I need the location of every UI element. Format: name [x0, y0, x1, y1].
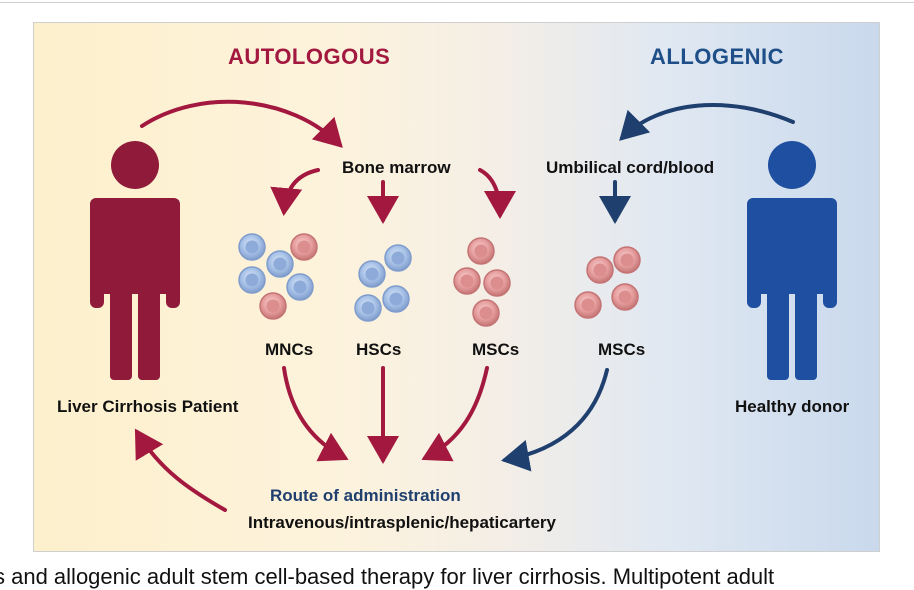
umbilical-cord-label: Umbilical cord/blood — [546, 158, 715, 177]
patient-figure-icon — [90, 141, 180, 380]
cell-blue — [266, 250, 294, 278]
mscs-auto-label: MSCs — [472, 340, 520, 359]
mncs-to-route-arrow — [282, 366, 349, 462]
patient-to-bone-marrow-arrow — [140, 99, 343, 148]
cell-blue — [382, 285, 410, 313]
bone-marrow-label: Bone marrow — [342, 158, 451, 177]
mncs-cell-cluster — [238, 233, 318, 320]
cell-blue — [358, 260, 386, 288]
mscs-auto-cell-cluster — [453, 237, 511, 327]
cell-blue — [384, 244, 412, 272]
top-rule — [0, 2, 914, 3]
allo-mscs-to-route-arrow — [501, 368, 609, 472]
donor-figure-icon — [747, 141, 837, 380]
cell-red — [613, 246, 641, 274]
cell-red — [611, 283, 639, 311]
patient-label: Liver Cirrhosis Patient — [57, 397, 239, 416]
cell-red — [453, 267, 481, 295]
mscs-allo-label: MSCs — [598, 340, 646, 359]
figure-caption: s and allogenic adult stem cell-based th… — [0, 564, 775, 589]
cell-blue — [238, 233, 266, 261]
hscs-label: HSCs — [356, 340, 402, 359]
cell-red — [467, 237, 495, 265]
cell-red — [290, 233, 318, 261]
cell-red — [586, 256, 614, 284]
route-to-patient-arrow — [134, 428, 227, 512]
donor-label: Healthy donor — [735, 397, 850, 416]
cell-red — [259, 292, 287, 320]
mscs-to-route-arrow — [421, 366, 489, 462]
donor-to-umbilical-arrow — [619, 102, 795, 141]
hscs-cell-cluster — [354, 244, 412, 322]
cell-blue — [238, 266, 266, 294]
mncs-label: MNCs — [265, 340, 314, 359]
autologous-title: AUTOLOGOUS — [228, 44, 391, 69]
cell-red — [483, 269, 511, 297]
cell-blue — [354, 294, 382, 322]
allogenic-title: ALLOGENIC — [650, 44, 785, 69]
bone-marrow-to-mncs-arrow — [270, 168, 320, 216]
bone-marrow-to-mscs-arrow — [478, 168, 516, 219]
cell-red — [574, 291, 602, 319]
route-title: Route of administration — [270, 486, 461, 505]
route-list: Intravenous/intrasplenic/hepaticartery — [248, 513, 556, 532]
mscs-allo-cell-cluster — [574, 246, 641, 319]
cell-blue — [286, 273, 314, 301]
cell-red — [472, 299, 500, 327]
